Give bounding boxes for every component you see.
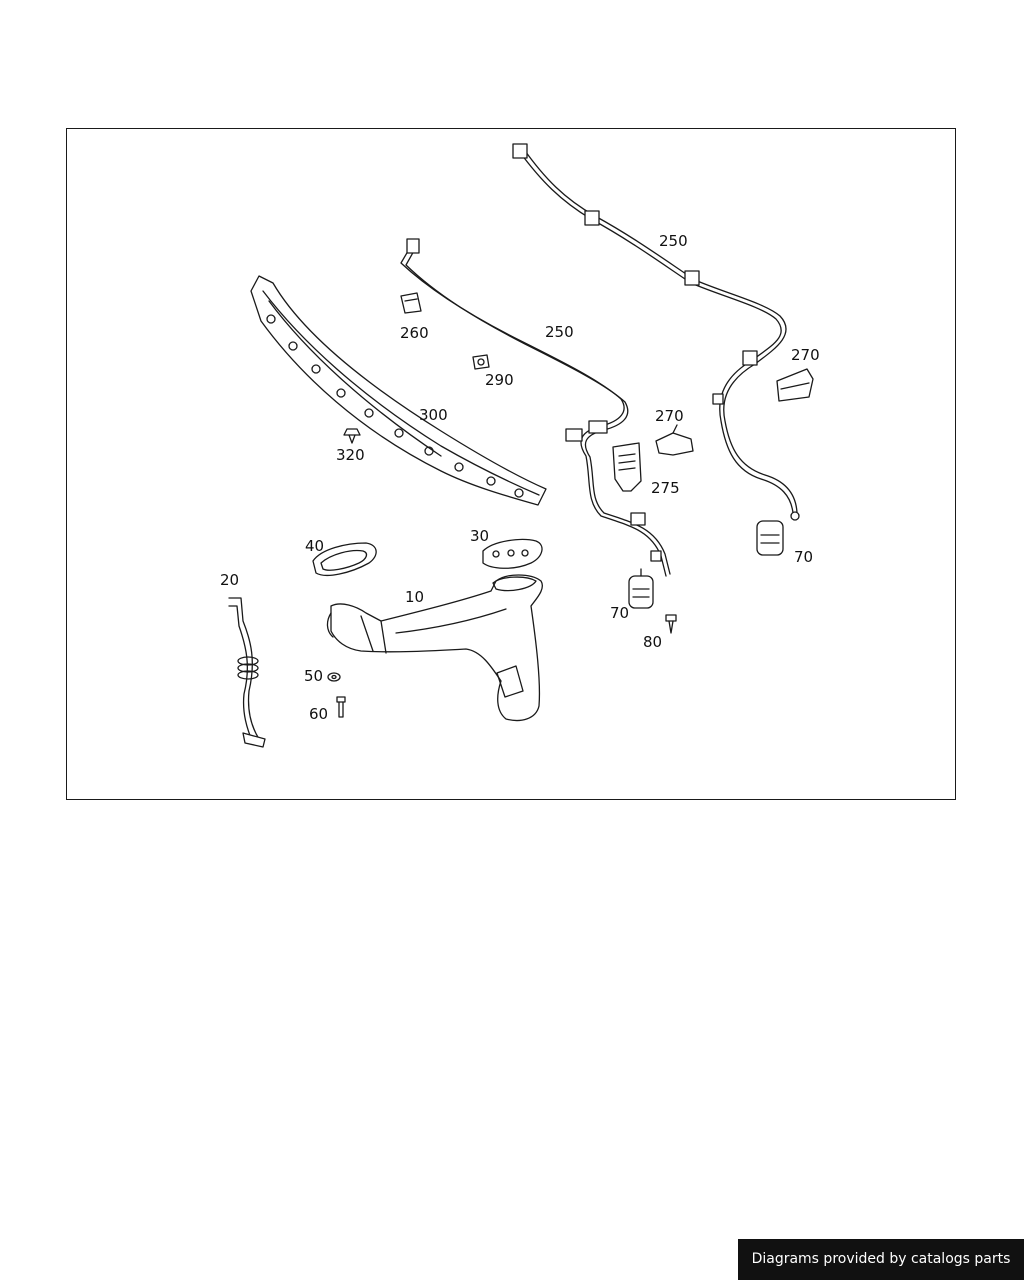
callout-290: 290 [485, 371, 514, 389]
callout-50: 50 [304, 667, 324, 685]
part-270-nozzle-right [776, 368, 814, 402]
callout-275: 275 [651, 479, 680, 497]
parts-diagram-frame: 10 20 30 40 50 60 70 70 80 250 250 260 2… [66, 128, 956, 800]
part-300-cowl-cover [250, 275, 547, 506]
callout-250-upper: 250 [659, 232, 688, 250]
callout-80: 80 [643, 633, 663, 651]
credit-badge: Diagrams provided by catalogs parts [738, 1239, 1024, 1280]
callout-70-right: 70 [794, 548, 814, 566]
callout-260: 260 [400, 324, 429, 342]
part-320-clip [343, 428, 361, 444]
callout-70-middle: 70 [610, 604, 630, 622]
callout-20: 20 [220, 571, 240, 589]
callout-250-middle: 250 [545, 323, 574, 341]
part-290-clip [472, 354, 490, 370]
part-50-nut [327, 672, 341, 682]
part-80-fastener [665, 614, 677, 634]
part-20-hose [228, 597, 266, 748]
part-270-nozzle-middle [655, 424, 694, 456]
callout-60: 60 [309, 705, 329, 723]
part-60-bolt [336, 696, 346, 718]
part-275-bracket [612, 442, 642, 492]
part-40-gasket [312, 542, 377, 577]
callout-320: 320 [336, 446, 365, 464]
part-250-hose-upper [512, 143, 800, 521]
part-70-pump-right [756, 520, 784, 556]
callout-300: 300 [419, 406, 448, 424]
part-30-seal [482, 538, 543, 569]
callout-270-right: 270 [791, 346, 820, 364]
callout-270-middle: 270 [655, 407, 684, 425]
callout-40: 40 [305, 537, 325, 555]
part-260-clip [400, 292, 422, 314]
part-250-hose-middle [400, 238, 671, 577]
callout-10: 10 [405, 588, 425, 606]
part-10-reservoir [326, 574, 543, 722]
washer-system-drawing [228, 143, 814, 748]
callout-30: 30 [470, 527, 490, 545]
part-70-pump-middle [628, 568, 654, 609]
